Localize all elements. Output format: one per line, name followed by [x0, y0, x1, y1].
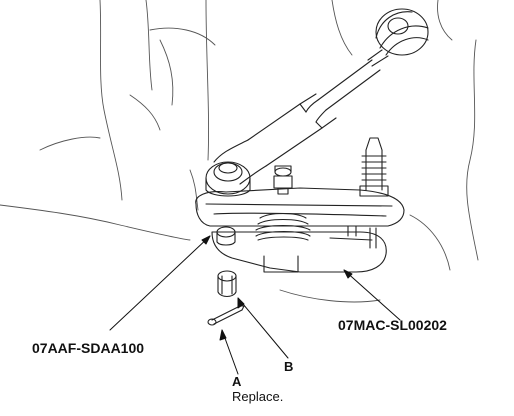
tie-rod [213, 59, 381, 185]
knuckle-ball-stud [216, 226, 236, 246]
cotter-pin-a [207, 305, 245, 326]
knuckle-background-outline [0, 0, 479, 303]
rack-boot [367, 8, 429, 67]
ball-joint-remover-tool [195, 137, 405, 273]
castle-nut-b [217, 270, 237, 298]
part-label-a: A [232, 374, 242, 389]
part-a-note: Replace. [232, 389, 284, 404]
leader-lines [109, 235, 401, 375]
part-label-b: B [284, 359, 294, 374]
tool-label-left: 07AAF-SDAA100 [32, 340, 145, 356]
tie-rod-end-head [205, 161, 251, 197]
tool-label-right: 07MAC-SL00202 [338, 317, 447, 333]
